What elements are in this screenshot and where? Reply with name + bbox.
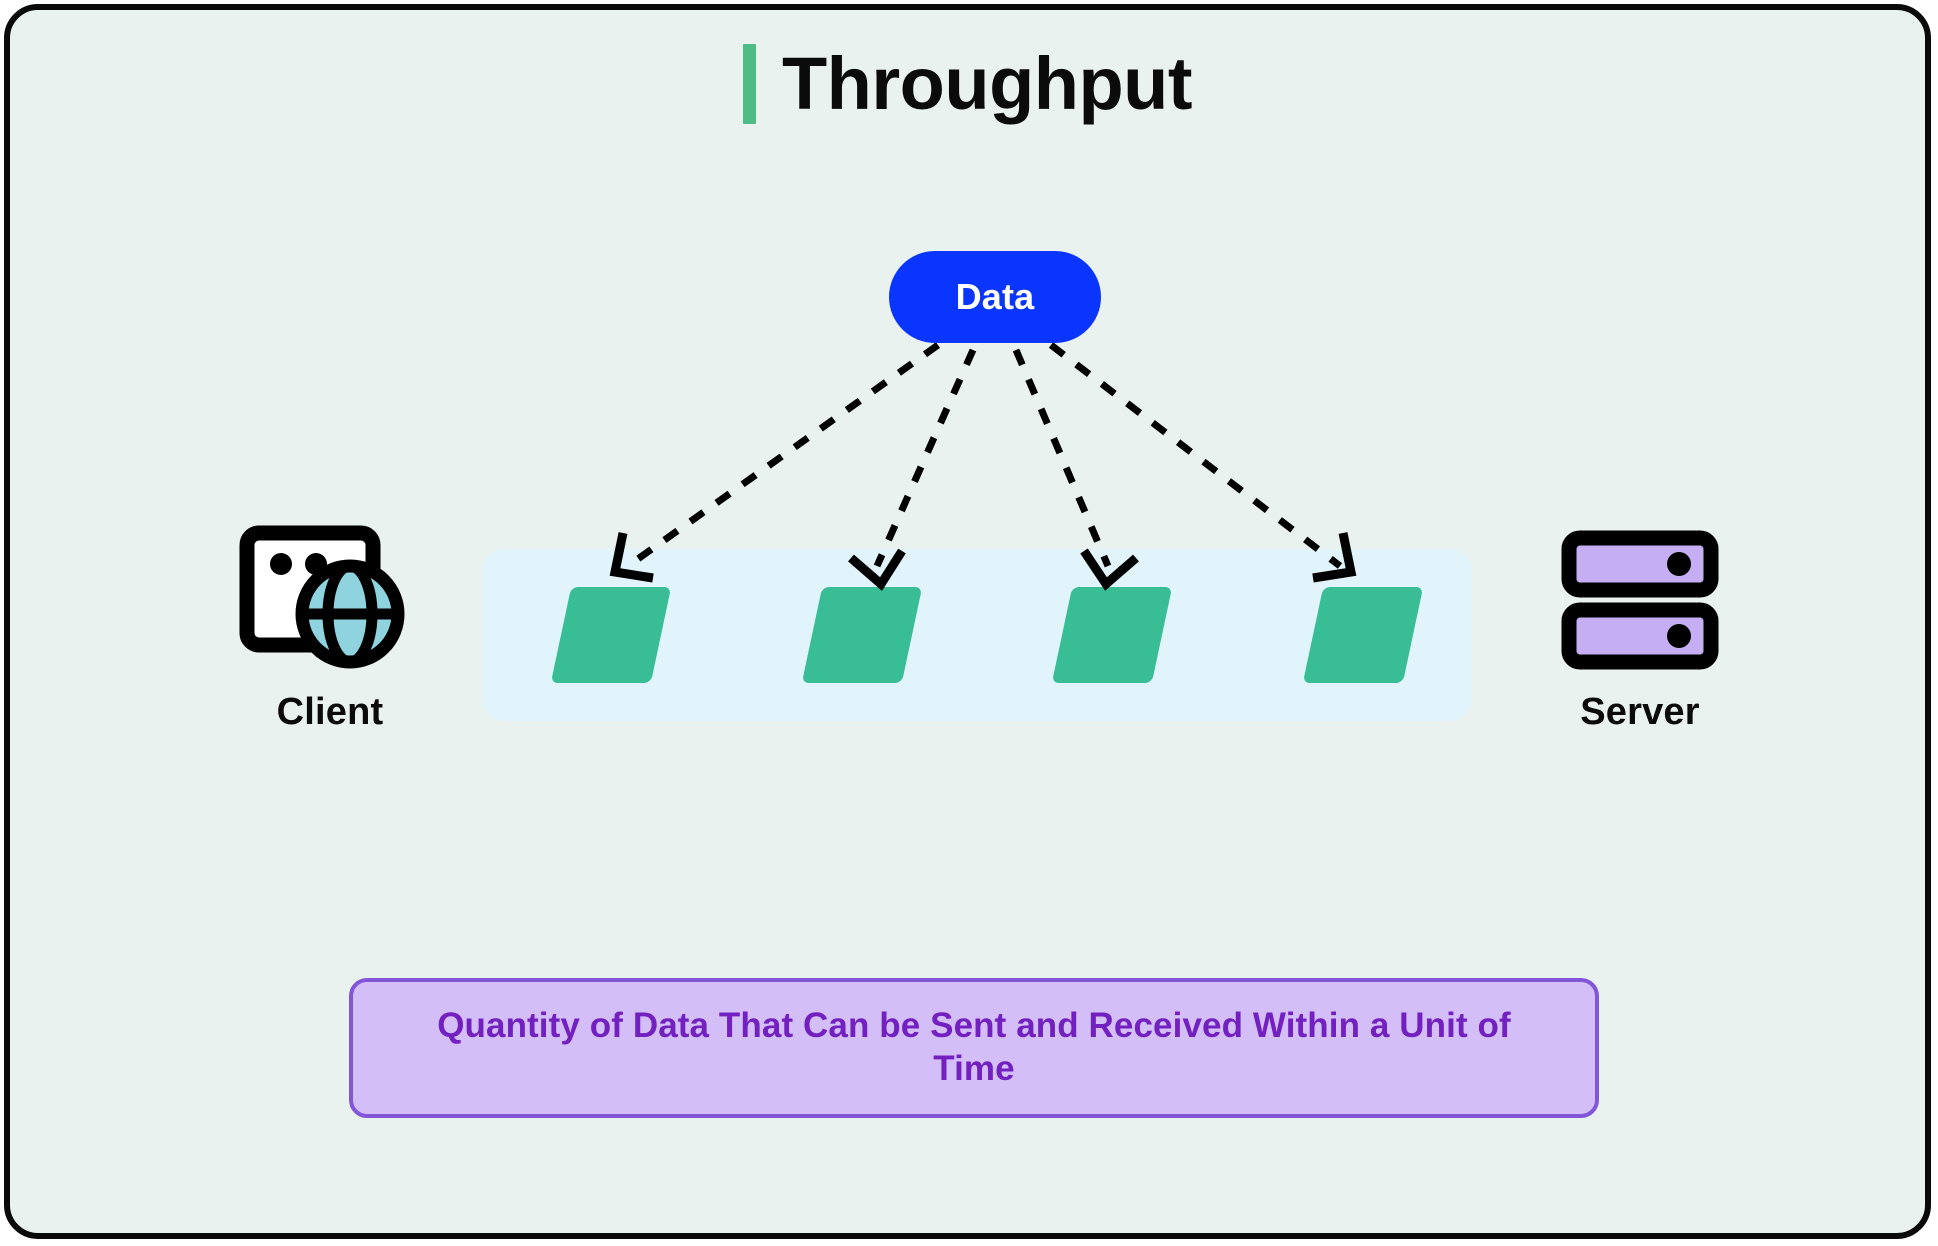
data-source-label: Data xyxy=(955,276,1035,317)
page-title-text: Throughput xyxy=(781,42,1193,125)
page-title: Throughput xyxy=(10,44,1925,124)
caption-box: Quantity of Data That Can be Sent and Re… xyxy=(349,978,1599,1118)
server-node: Server xyxy=(1530,525,1750,734)
data-packet-4 xyxy=(1302,587,1424,683)
client-node: Client xyxy=(220,525,440,734)
dashed-arrow-4 xyxy=(1048,342,1357,583)
data-packet-3 xyxy=(1051,587,1173,683)
data-packet-2 xyxy=(801,587,923,683)
browser-globe-icon xyxy=(237,525,423,675)
server-rack-icon xyxy=(1560,525,1720,675)
caption-text: Quantity of Data That Can be Sent and Re… xyxy=(437,1006,1511,1088)
data-source-node[interactable]: Data xyxy=(889,251,1101,343)
title-accent-bar xyxy=(742,44,756,124)
data-packet-1 xyxy=(550,587,672,683)
client-node-label: Client xyxy=(276,691,384,733)
dashed-arrow-1 xyxy=(609,342,941,583)
diagram-card: Throughput Data xyxy=(4,4,1931,1239)
server-node-label: Server xyxy=(1580,691,1700,733)
